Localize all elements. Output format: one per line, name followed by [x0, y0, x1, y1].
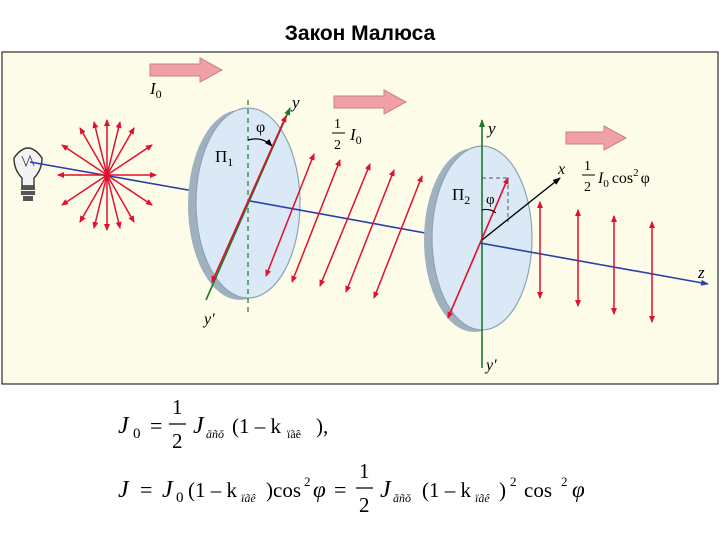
intensity-arrow-2 [333, 89, 408, 115]
f2-paren-open: (1 – k [188, 478, 237, 502]
f2-cos-pow: 2 [561, 474, 568, 489]
f2-eq2: = [334, 477, 346, 502]
polarizer-2 [424, 145, 533, 332]
f1-j: J [193, 413, 205, 439]
f2-j0-sub: 0 [176, 490, 184, 506]
f2-cos: cos [524, 478, 552, 502]
light-bulb-icon [13, 147, 43, 201]
axis-x-label: x [557, 161, 565, 178]
phi-label-2: φ [486, 192, 495, 208]
phi-label-1: φ [256, 119, 265, 136]
axis-z-label: z [697, 263, 705, 282]
f2-paren-close: )cos [266, 478, 301, 502]
svg-text:I0: I0 [349, 125, 362, 147]
output-polarized-arrows [537, 201, 655, 323]
f2-pow: 2 [304, 474, 311, 489]
axis-y1-label: y [290, 93, 300, 112]
axis-y2-prime-label: y' [484, 357, 497, 374]
f2-j-sub: ăñŏ [393, 491, 411, 505]
polarizer-2-label: П2 [452, 185, 470, 207]
phi-arc-2 [481, 208, 497, 214]
f2-eq1: = [140, 477, 152, 502]
malus-law-diagram: I0 φ П1 y y' 1 2 I0 φ П2 [1, 51, 719, 385]
f1-den: 2 [172, 429, 183, 453]
axis-y2-label: y [486, 119, 496, 138]
polarizer-1 [188, 107, 301, 300]
intensity-label-0: I0 [149, 79, 162, 101]
slide-title: Закон Малюса [284, 22, 436, 45]
svg-text:1: 1 [334, 117, 341, 132]
f1-lhs-sub: 0 [133, 426, 141, 442]
f1-paren-close: ), [316, 414, 328, 438]
axis-y1-prime-label: y' [202, 311, 215, 328]
f2-k-sub: ïãê [241, 491, 256, 505]
polarization-on-disc-1 [211, 115, 287, 283]
f2-pow2: 2 [510, 474, 517, 489]
f1-j-sub: ăñŏ [206, 427, 224, 441]
f2-phi: φ [313, 477, 326, 502]
intensity-arrow-3 [565, 125, 628, 151]
intensity-arrow-1 [149, 57, 224, 83]
polarization-on-disc-2 [447, 177, 509, 319]
f1-lhs: J [118, 413, 130, 439]
f2-j0: J [162, 477, 174, 503]
axis-x [481, 177, 561, 241]
f2-lhs: J [118, 477, 130, 503]
f1-num: 1 [172, 395, 183, 419]
light-ray-segment-3 [479, 242, 709, 286]
f1-paren-open: (1 – k [232, 414, 281, 438]
svg-text:1: 1 [584, 159, 591, 174]
f2-num: 1 [359, 459, 370, 483]
f2-den: 2 [359, 493, 370, 517]
f1-k-sub: ïãê [286, 427, 301, 441]
unpolarized-light-star [57, 119, 157, 231]
f2-phi2: φ [572, 477, 585, 502]
f2-paren2-open: (1 – k [422, 478, 471, 502]
f2-k2-sub: ïãê [475, 491, 490, 505]
f2-j: J [380, 477, 392, 503]
svg-text:2: 2 [334, 138, 341, 153]
f1-eq: = [150, 413, 162, 438]
svg-text:2: 2 [584, 180, 591, 195]
polarized-light-arrows [265, 153, 423, 299]
f2-paren2-close: ) [499, 478, 506, 502]
intensity-label-half: 1 2 I0 [332, 117, 362, 153]
